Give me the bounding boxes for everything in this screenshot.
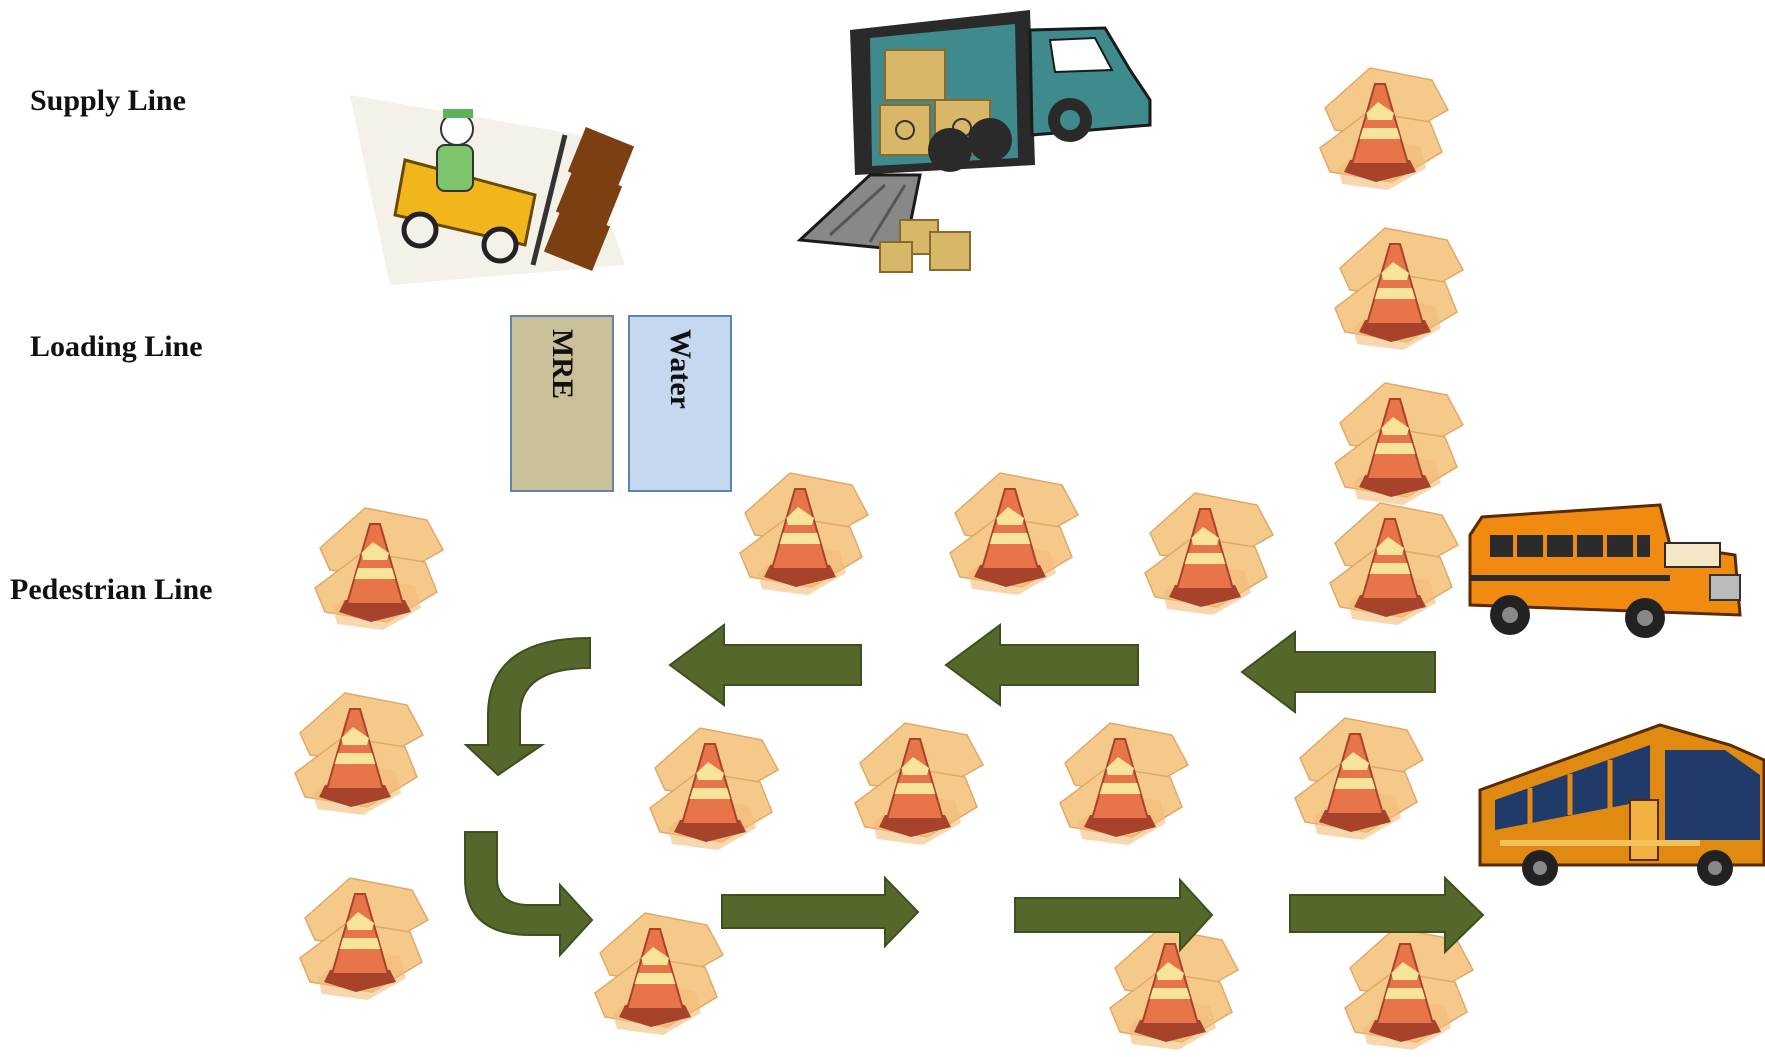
traffic-cone-icon (294, 692, 424, 816)
traffic-cone-icon (1344, 927, 1474, 1051)
traffic-cone-icon (739, 472, 869, 596)
mre-bin: MRE (510, 315, 614, 492)
flow-arrow-icon (668, 623, 862, 707)
flow-arrow-icon (944, 623, 1139, 707)
flow-arrow-icon (1014, 877, 1214, 953)
loading-line-label: Loading Line (30, 330, 203, 363)
traffic-cone-icon (1334, 382, 1464, 506)
mre-bin-label: MRE (546, 329, 579, 399)
flow-arrow-icon (463, 636, 591, 777)
city-bus-icon (1478, 723, 1765, 886)
traffic-cone-icon (949, 472, 1079, 596)
traffic-cone-icon (314, 507, 444, 631)
traffic-cone-icon (854, 722, 984, 846)
school-bus-icon (1468, 503, 1742, 638)
pedestrian-line-label: Pedestrian Line (10, 573, 213, 606)
traffic-cone-icon (649, 727, 779, 851)
flow-arrow-icon (1289, 875, 1485, 955)
flow-arrow-icon (1240, 629, 1436, 715)
forklift-icon (350, 95, 635, 285)
traffic-cone-icon (299, 877, 429, 1001)
traffic-cone-icon (1319, 67, 1449, 191)
traffic-cone-icon (594, 912, 724, 1036)
flow-arrow-icon (464, 831, 594, 958)
traffic-cone-icon (1294, 717, 1424, 841)
delivery-truck-icon (796, 10, 1152, 273)
water-bin: Water (628, 315, 732, 492)
traffic-cone-icon (1334, 227, 1464, 351)
traffic-cone-icon (1144, 492, 1274, 616)
flow-arrow-icon (721, 875, 920, 949)
traffic-cone-icon (1059, 722, 1189, 846)
traffic-cone-icon (1329, 502, 1459, 626)
water-bin-label: Water (664, 329, 697, 409)
traffic-cone-icon (1109, 927, 1239, 1051)
supply-line-label: Supply Line (30, 84, 186, 117)
